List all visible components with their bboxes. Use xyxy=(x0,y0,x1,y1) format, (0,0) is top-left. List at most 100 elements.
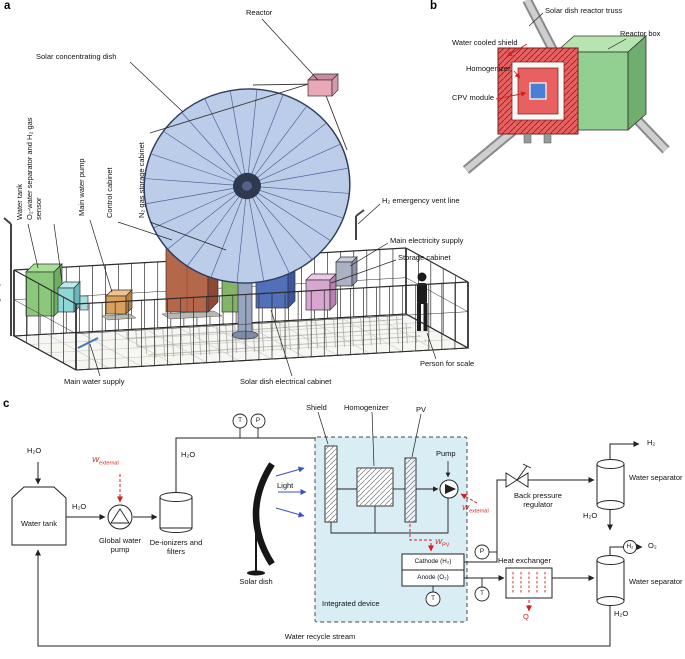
dish-spoke xyxy=(246,143,341,187)
deionizers-label: De-ionizers and filters xyxy=(149,538,203,556)
gauge-t3-label: T xyxy=(480,590,484,597)
pv-bar xyxy=(404,457,417,523)
main-water-pump-unit xyxy=(101,289,137,321)
fence-top-rail xyxy=(75,281,469,305)
gauge-t1 xyxy=(232,413,248,438)
solar-dish-label: Solar concentrating dish xyxy=(36,52,117,61)
shield-label-c: Shield xyxy=(306,403,327,412)
water-recycle-label: Water recycle stream xyxy=(284,632,356,641)
dish-strut xyxy=(324,92,348,151)
back-pressure-regulator-valve xyxy=(505,463,532,488)
gauge-p1 xyxy=(250,413,266,438)
integrated-device-box xyxy=(314,436,468,623)
reactor-label: Reactor xyxy=(246,8,273,17)
homogenizer-block xyxy=(356,467,394,507)
dish-spoke xyxy=(204,98,248,187)
feed-line-top xyxy=(175,437,333,492)
dish-spoke xyxy=(246,105,308,187)
w-pv-arrow xyxy=(409,524,434,552)
w-symbol: W xyxy=(462,503,470,512)
panel-c-diagram xyxy=(11,411,643,647)
dish-spoke xyxy=(246,185,331,242)
fence-mid-rail xyxy=(13,299,77,334)
o2-separator-label: O₂-water separator and H₂ gas sensor xyxy=(25,117,43,220)
o2-vent-label: O₂ emergency vent line xyxy=(0,252,2,330)
gauge-t2-label: T xyxy=(431,595,435,602)
panel-b-scene xyxy=(462,0,670,174)
shield-bar xyxy=(324,445,338,523)
dish-spoke xyxy=(210,185,248,278)
internal-flow-lines xyxy=(330,486,449,534)
w-symbol: W xyxy=(435,537,443,546)
pedestal-base xyxy=(231,330,259,340)
dish-spoke xyxy=(246,94,284,187)
dish-spoke xyxy=(246,185,265,282)
dish-spoke xyxy=(246,167,349,187)
dish-spoke xyxy=(163,130,248,187)
n2-cabinet-label: N₂ gas storage cabinet xyxy=(137,142,146,218)
h2o-in-label: H₂O xyxy=(27,446,42,455)
h2o-sep2-label: H₂O xyxy=(614,609,629,618)
fence-front xyxy=(13,269,469,371)
w-symbol: W xyxy=(92,455,100,464)
water-separator-1-label: Water separator xyxy=(629,473,683,482)
main-electricity-box xyxy=(335,256,358,287)
dish-spoke xyxy=(229,90,248,187)
fence-top-rail xyxy=(405,247,469,283)
water-separator-2-label: Water separator xyxy=(629,577,683,586)
fence-bottom-rail xyxy=(405,313,469,349)
gauge-t2 xyxy=(425,586,441,607)
water-separator-1 xyxy=(596,459,625,510)
reactor-box-label: Reactor box xyxy=(620,29,661,38)
dish-spoke xyxy=(153,185,248,229)
reactor-unit xyxy=(307,73,339,97)
panel-c-letter: c xyxy=(3,398,10,410)
gauge-p1-label: P xyxy=(255,417,261,424)
fence-bottom-rail xyxy=(13,335,77,371)
h2-sensor-label: H₂ xyxy=(626,543,634,550)
dish-spoke xyxy=(246,185,313,260)
dish-spoke xyxy=(246,185,344,219)
water-tank-symbol xyxy=(11,486,67,546)
cathode-label: Cathode (H₂) xyxy=(414,558,452,565)
main-electricity-label: Main electricity supply xyxy=(390,236,464,245)
heat-exchanger-symbol xyxy=(505,567,553,599)
panel-b-leader-lines xyxy=(495,12,627,100)
truss-label: Solar dish reactor truss xyxy=(545,6,623,15)
w-subscript: external xyxy=(99,460,119,467)
dish-cabinet-label: Solar dish electrical cabinet xyxy=(240,377,332,386)
main-water-pump-label: Main water pump xyxy=(77,158,86,216)
gauge-p2-label: P xyxy=(479,548,485,555)
component-label-leaders xyxy=(317,411,422,467)
solar-dish xyxy=(143,88,351,284)
dish-spoke xyxy=(246,122,327,187)
dish-spoke xyxy=(167,185,248,250)
control-cabinet-label: Control cabinet xyxy=(105,167,114,218)
person-label: Person for scale xyxy=(420,359,475,368)
dish-spoke xyxy=(145,185,248,205)
water-cooled-shield-plate xyxy=(497,47,579,144)
fence-bottom-rail xyxy=(13,313,407,337)
o2-out-label: O₂ xyxy=(648,541,657,550)
solar-dish-label-c: Solar dish xyxy=(239,577,273,586)
water-recycle-line xyxy=(35,549,611,647)
panel-b-letter: b xyxy=(430,0,438,12)
dish-spoke xyxy=(246,185,290,274)
cooling-pump-triangle xyxy=(445,484,456,494)
panel-a-leader-lines xyxy=(27,18,437,377)
dish-spoke xyxy=(246,89,258,187)
h2-outlet-line xyxy=(609,441,640,459)
global-pump-label: Global water pump xyxy=(98,536,142,554)
w-external-label-1: Wexternal xyxy=(92,455,119,467)
main-water-supply-label: Main water supply xyxy=(64,377,125,386)
water-tank-label: Water tank xyxy=(15,184,24,220)
heat-exchanger-label: Heat exchanger xyxy=(498,556,551,565)
water-separator-2 xyxy=(596,555,625,606)
dish-spoke xyxy=(186,185,248,267)
w-subscript: external xyxy=(469,508,489,515)
gauge-p2 xyxy=(474,544,497,560)
panel-a-scene xyxy=(3,18,470,377)
w-external-arrow-2 xyxy=(460,493,478,504)
